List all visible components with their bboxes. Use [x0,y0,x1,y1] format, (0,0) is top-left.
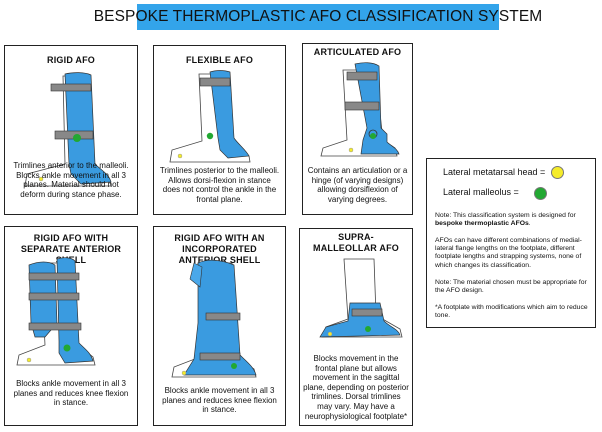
panel-title: ARTICULATED AFO [313,47,402,57]
panel-rigid-afo-separate-shell: RIGID AFO WITH SEPARATE ANTERIOR SHELL B… [4,226,138,426]
panel-title: FLEXIBLE AFO [185,55,254,65]
legend-note-material: Note: The material chosen must be approp… [435,279,587,295]
panel-description: Blocks movement in the frontal plane but… [303,354,409,421]
panel-flexible-afo: FLEXIBLE AFO Trimlines posterior to the … [153,45,286,215]
rigid-afo-incorporated-shell-illustration [171,259,257,378]
legend-note-bespoke: Note: This classification system is desi… [435,212,576,228]
panel-description: Contains an articulation or a hinge (of … [307,166,408,204]
panel-description: Trimlines posterior to the malleoli. All… [159,166,280,204]
panel-description: Blocks ankle movement in all 3 planes an… [13,379,129,408]
panel-description: Blocks ankle movement in all 3 planes an… [162,386,277,415]
articulated-afo-illustration [320,62,400,157]
panel-supra-malleolar-afo: SUPRA-MALLEOLLAR AFO Blocks movement in … [299,228,413,426]
panel-title: SUPRA-MALLEOLLAR AFO [313,232,399,253]
legend-malleolus-label: Lateral malleolus = [443,187,519,197]
panel-title: RIGID AFO WITH AN INCORPORATED ANTERIOR … [174,233,265,265]
yellow-dot-icon [551,166,564,179]
rigid-afo-separate-shell-illustration [16,257,96,366]
legend-box: Lateral metatarsal head = Lateral malleo… [426,158,596,328]
flexible-afo-illustration [169,70,251,163]
rigid-afo-illustration [24,72,112,187]
panel-title: RIGID AFO [47,55,95,65]
legend-note-combinations: AFOs can have different combinations of … [435,237,582,269]
panel-articulated-afo: ARTICULATED AFO Contains an articulation… [302,43,413,215]
legend-note-footplate: *A footplate with modifications which ai… [435,304,588,320]
green-dot-icon [534,187,547,200]
page-title: BESPOKE THERMOPLASTIC AFO CLASSIFICATION… [93,8,543,25]
panel-rigid-afo-incorporated-shell: RIGID AFO WITH AN INCORPORATED ANTERIOR … [153,226,286,426]
title-banner: BESPOKE THERMOPLASTIC AFO CLASSIFICATION… [94,4,542,30]
supra-malleolar-afo-illustration [319,258,403,338]
legend-metatarsal-label: Lateral metatarsal head = [443,167,546,177]
panel-description: Trimlines anterior to the malleoli. Bloc… [13,161,129,199]
panel-rigid-afo: RIGID AFO Trimlines anterior to the mall… [4,45,138,215]
